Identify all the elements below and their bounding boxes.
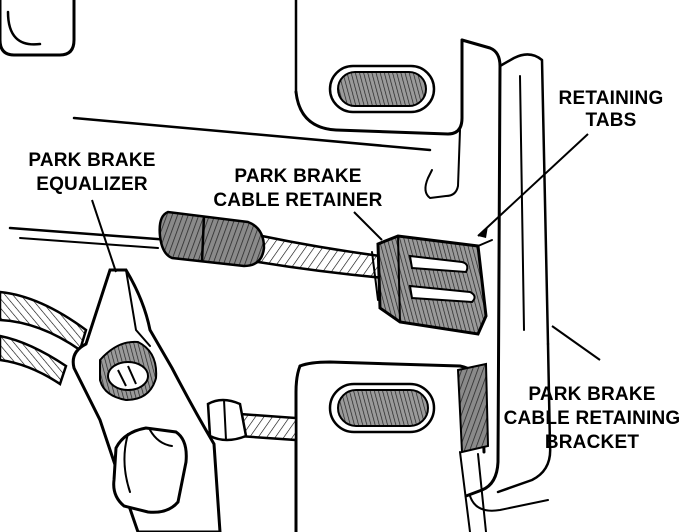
label-bracket-line2: CABLE RETAINING [504,408,681,429]
upper-slot [328,64,436,114]
park-brake-cable-retainer [371,234,493,336]
cable-retaining-bracket [424,38,552,512]
callout-retaining-bracket: PARK BRAKE CABLE RETAINING BRACKET [504,384,681,453]
callout-retaining-tabs: RETAINING TABS [559,88,664,131]
lower-cable-sheath [456,362,490,454]
label-cable-retainer-line1: PARK BRAKE [234,166,361,187]
lower-body-panel [294,360,487,532]
label-bracket-line1: PARK BRAKE [528,384,655,405]
leader-equalizer [91,199,117,273]
leader-cable-retainer [353,211,383,241]
label-equalizer-line1: PARK BRAKE [28,150,155,171]
label-retaining-tabs-line2: TABS [585,110,636,131]
label-retaining-tabs-line1: RETAINING [559,88,664,109]
leader-retaining-tabs [477,133,589,237]
callout-equalizer: PARK BRAKE EQUALIZER [28,150,155,195]
callout-cable-retainer: PARK BRAKE CABLE RETAINER [213,166,382,211]
label-equalizer-line2: EQUALIZER [36,174,148,195]
arrow-tip-tabs [478,226,488,238]
label-cable-retainer-line2: CABLE RETAINER [213,190,382,211]
leader-retaining-bracket [551,325,601,361]
park-brake-cable [158,210,386,280]
leader-lines [91,133,601,361]
label-bracket-line3: BRACKET [545,432,639,453]
park-brake-equalizer [0,268,298,532]
upper-body-panel [0,0,464,249]
